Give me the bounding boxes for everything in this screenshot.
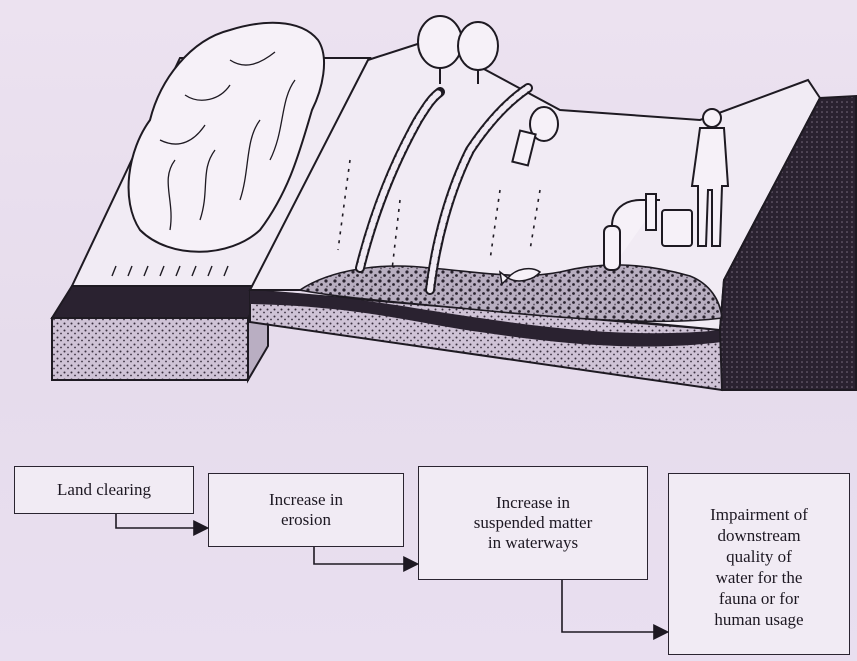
arrow-1-2 [116, 514, 206, 528]
step-land-clearing: Land clearing [14, 466, 194, 514]
erosion-illustration [0, 0, 857, 400]
arrow-3-4 [562, 580, 666, 632]
step-water-quality-impairment: Impairment of downstream quality of wate… [668, 473, 850, 655]
step-suspended-matter: Increase in suspended matter in waterway… [418, 466, 648, 580]
arrow-2-3 [314, 547, 416, 564]
step-increase-erosion: Increase in erosion [208, 473, 404, 547]
